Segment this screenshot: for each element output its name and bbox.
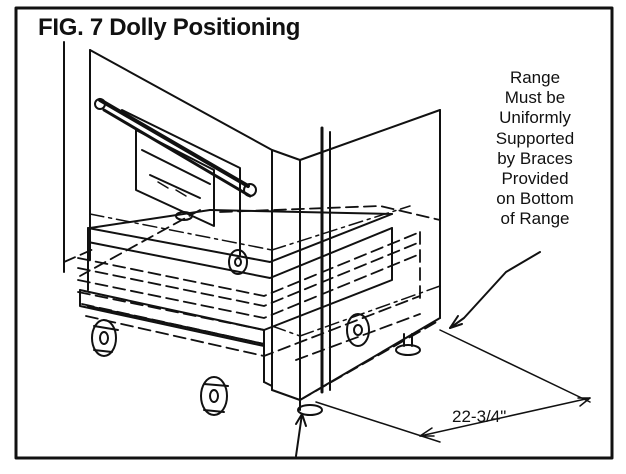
note-line: Range	[509, 68, 561, 87]
support-note: Range Must be Uniformly Supported by Bra…	[470, 68, 600, 230]
pointer-arrow-icon	[449, 251, 541, 329]
dimension-line-icon	[315, 329, 591, 443]
note-line: by Braces	[497, 148, 573, 168]
dimension-label: 22-3/4"	[452, 407, 507, 426]
note-line: Uniformly	[499, 108, 571, 128]
caster-wheel-icon	[228, 249, 248, 275]
note-line: Provided	[501, 169, 569, 189]
note-line: of Range	[500, 209, 570, 229]
pointer-arrow-icon	[295, 413, 307, 457]
leveling-leg-icon	[175, 211, 421, 416]
note-line: on Bottom	[496, 189, 574, 209]
figure-title: FIG. 7 Dolly Positioning	[38, 14, 301, 41]
note-line: Supported	[495, 128, 575, 148]
note-line: Must be	[504, 88, 566, 108]
door-handle-icon	[94, 98, 257, 198]
caster-wheel-icon	[200, 376, 229, 416]
range-hidden-edges	[89, 205, 441, 337]
caster-wheel-icon	[346, 313, 370, 347]
range-outline	[63, 41, 441, 401]
dolly-frame	[79, 209, 393, 387]
caster-wheel-icon	[91, 319, 119, 357]
figure-border	[14, 6, 614, 460]
dolly-hidden-lines	[63, 205, 441, 401]
